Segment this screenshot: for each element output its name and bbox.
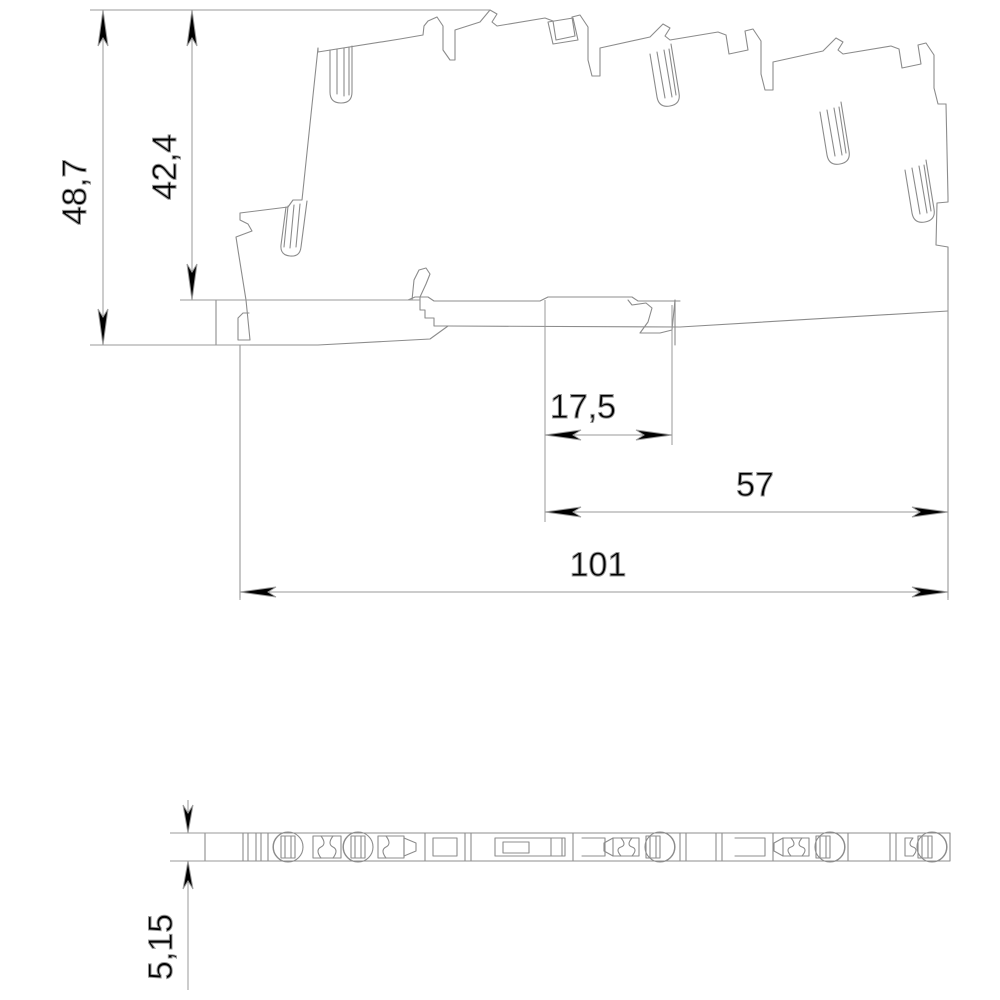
terminal-funnel-left-slot-b (289, 204, 295, 249)
plan-clamp-cage-2 (377, 835, 405, 859)
terminal-funnel-4-slot-a (911, 167, 921, 215)
plan-strip-outline (204, 832, 951, 862)
arrowhead-42-4-bottom (186, 263, 198, 301)
terminal-funnel-3-slot-c (838, 106, 847, 154)
plan-housing-1-slot (550, 837, 563, 857)
plan-clamp-cage-1 (312, 835, 342, 859)
plan-screw-bezel-3 (664, 832, 676, 862)
plan-cone-3 (603, 837, 614, 857)
plan-screw-bezel-1 (272, 832, 284, 862)
plan-cone-4 (773, 837, 784, 857)
plan-clamp-cage-4 (782, 837, 810, 857)
terminal-funnel-left-slot-c (295, 203, 301, 248)
side-elevation-view (215, 9, 949, 599)
plan-block-1 (432, 837, 458, 857)
arrowhead-5-15-bottom (182, 860, 194, 890)
dimension-label-57: 57 (736, 466, 774, 504)
arrowhead-101-right (911, 586, 949, 598)
plan-clamp-throat-2 (382, 835, 390, 859)
top-label-window (547, 17, 579, 45)
plan-cone-2 (403, 837, 417, 857)
arrowhead-101-left (239, 586, 277, 598)
dimension-label-5-15: 5,15 (142, 914, 180, 980)
release-lever (411, 267, 449, 327)
terminal-funnel-2-slot-c (668, 48, 677, 96)
arrowhead-5-15-top (182, 804, 194, 834)
plan-clamp-throat-3 (617, 837, 625, 857)
plan-screw-slot-2 (350, 835, 366, 859)
plan-screw-slot-3 (645, 835, 661, 859)
terminal-funnel-3-slot-b (833, 107, 843, 156)
terminal-funnel-left (280, 200, 308, 257)
terminal-funnel-2 (649, 43, 680, 107)
terminal-funnel-left-slot-a (283, 205, 289, 248)
arrowhead-17-5-left (544, 429, 582, 441)
terminal-funnel-2-slot-a (656, 51, 666, 99)
plan-clamp-throat-3b (628, 837, 636, 857)
arrowhead-17-5-right (635, 429, 673, 441)
terminal-funnel-4-slot-b (918, 165, 928, 214)
terminal-funnel-2-slot-b (663, 49, 673, 98)
terminal-funnel-4 (904, 159, 935, 223)
arrowhead-48-7-bottom (97, 308, 109, 346)
plan-screw-bezel-5 (936, 832, 948, 862)
profile-outline-top (317, 9, 947, 105)
plan-housing-1-inner (502, 841, 530, 854)
plan-screw-bezel-4 (834, 832, 846, 862)
plan-screw-bezel-2 (342, 832, 354, 862)
base-band-top (215, 296, 681, 302)
top-plan-view (204, 831, 951, 863)
dimension-label-17-5: 17,5 (550, 388, 616, 426)
body-bottom-slope (447, 310, 949, 328)
plan-screw-slot-5 (917, 835, 933, 859)
right-base-block (627, 299, 676, 334)
plan-clamp-throat-1b (329, 835, 337, 859)
dimension-group-top-plan: 5,15 (142, 800, 230, 990)
arrowhead-57-right (911, 506, 949, 518)
arrowhead-48-7-top (97, 9, 109, 47)
arrowhead-57-left (544, 506, 582, 518)
arrowhead-42-4-top (186, 9, 198, 47)
plan-clamp-throat-1 (317, 835, 325, 859)
terminal-funnel-3-slot-a (826, 109, 836, 157)
plan-housing-1 (494, 837, 566, 857)
dimension-group-side-elevation: 48,7 42,4 17,5 57 101 (56, 9, 949, 600)
plan-bracket-2 (734, 837, 766, 857)
plan-screw-slot-4 (815, 835, 831, 859)
profile-left-arm (235, 47, 319, 301)
dimension-label-48-7: 48,7 (56, 159, 94, 225)
terminal-funnel-1 (329, 45, 353, 104)
plan-bracket-1 (581, 837, 606, 857)
left-din-clip (237, 299, 251, 341)
plan-screw-slot-1 (280, 835, 296, 859)
plan-clamp-cage-3 (612, 837, 640, 857)
terminal-funnel-3 (819, 101, 850, 165)
plan-clamp-throat-4b (798, 837, 806, 857)
terminal-funnel-4-slot-c (923, 164, 932, 212)
plan-clamp-throat-4 (787, 837, 795, 857)
dimension-label-101: 101 (570, 546, 627, 584)
profile-right-edge (935, 103, 949, 599)
dimension-label-42-4: 42,4 (146, 134, 184, 200)
plan-clamp-throat-5 (904, 837, 917, 857)
foot-contour (215, 299, 449, 346)
